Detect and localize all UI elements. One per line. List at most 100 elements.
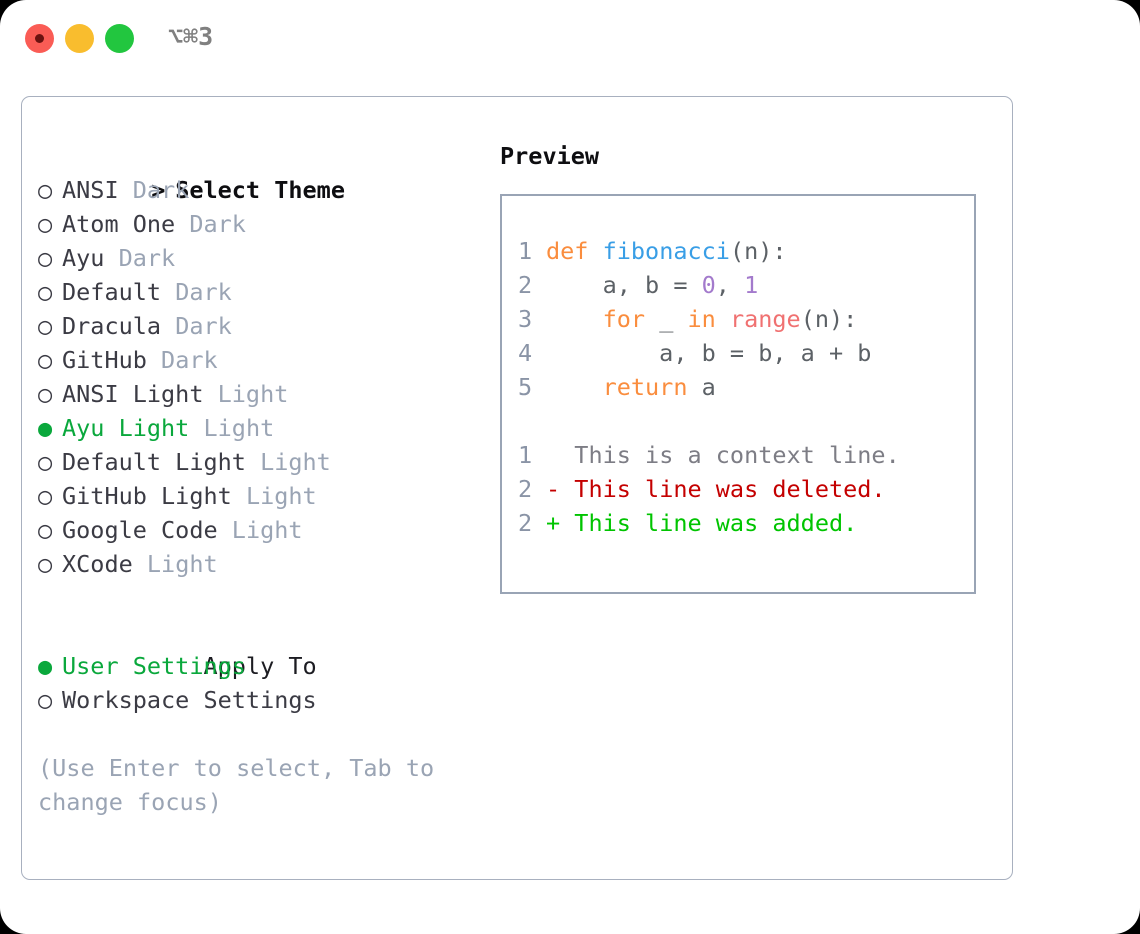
- diff-line-added: 2 + This line was added.: [518, 506, 968, 540]
- theme-kind-badge: Dark: [189, 210, 246, 238]
- radio-selected-icon: ●: [38, 652, 53, 680]
- theme-kind-badge: Dark: [118, 244, 176, 272]
- theme-option-name: Google Code: [62, 516, 218, 544]
- radio-unselected-icon: ○: [38, 312, 53, 340]
- spacer: [104, 244, 118, 272]
- theme-option-google-code[interactable]: ○Google Code Light: [38, 513, 478, 547]
- theme-option-ayu[interactable]: ○ Ayu Dark: [38, 241, 478, 275]
- theme-option-name: GitHub Light: [62, 482, 232, 510]
- theme-option-name: ANSI Light: [62, 380, 204, 408]
- apply-to-section[interactable]: Apply To ● User Settings ○Workspace Settin…: [38, 615, 478, 717]
- theme-kind-badge: Light: [146, 550, 218, 578]
- code-line-number: 2: [518, 271, 533, 299]
- theme-kind-badge: Dark: [161, 346, 218, 374]
- radio-unselected-icon: ○: [38, 550, 53, 578]
- diff-text: This line was deleted.: [560, 475, 886, 503]
- code-line-number: 5: [518, 373, 533, 401]
- spacer: [119, 176, 133, 204]
- theme-option-name: Ayu Light: [62, 414, 190, 442]
- code-token-plain: a, b = b, a + b: [546, 339, 872, 367]
- spacer: [147, 346, 161, 374]
- prompt-caret-icon: >: [151, 176, 166, 204]
- spacer: [232, 482, 246, 510]
- radio-selected-icon: ●: [38, 414, 53, 442]
- diff-line-text: + This line was added.: [546, 509, 857, 537]
- diff-text: This line was added.: [560, 509, 858, 537]
- theme-option-name: Dracula: [62, 312, 162, 340]
- minimize-window-button[interactable]: [65, 24, 94, 53]
- apply-to-option-workspace-settings[interactable]: ○Workspace Settings: [38, 683, 478, 717]
- spacer: [161, 278, 175, 306]
- diff-line-number: 2: [518, 509, 533, 537]
- code-line: 2 a, b = 0, 1: [518, 268, 968, 302]
- theme-list-header-label: Select Theme: [175, 176, 345, 204]
- theme-option-name: Ayu: [62, 244, 105, 272]
- code-line: 4 a, b = b, a + b: [518, 336, 968, 370]
- code-token-plain: (n):: [729, 237, 787, 265]
- apply-to-label-row: Apply To: [38, 615, 478, 680]
- spacer: [203, 380, 217, 408]
- code-token-builtin: range: [729, 305, 801, 333]
- theme-option-ayu-light[interactable]: ● Ayu Light Light: [38, 411, 478, 445]
- spacer: [246, 448, 260, 476]
- theme-option-atom-one[interactable]: ○Atom One Dark: [38, 207, 478, 241]
- code-token-kw: for: [602, 305, 646, 333]
- close-window-button[interactable]: [25, 24, 54, 53]
- theme-options[interactable]: ○ANSI Dark○Atom One Dark○Ayu Dark○Defaul…: [38, 173, 478, 581]
- theme-option-dracula[interactable]: ○Dracula Dark: [38, 309, 478, 343]
- theme-kind-badge: Light: [260, 448, 331, 476]
- apply-to-option-label: Workspace Settings: [62, 686, 317, 714]
- spacer: [161, 312, 175, 340]
- theme-kind-badge: Light: [203, 414, 275, 442]
- spacer: [133, 550, 147, 578]
- keyboard-hint-text: (Use Enter to select, Tab to change focu…: [38, 754, 435, 816]
- main-panel: >Select Theme ○ANSI Dark○Atom One Dark○A…: [21, 96, 1013, 880]
- spacer: [189, 414, 203, 442]
- diff-line-text: - This line was deleted.: [546, 475, 886, 503]
- radio-unselected-icon: ○: [38, 244, 53, 272]
- code-line-number: 1: [518, 237, 533, 265]
- theme-option-ansi-light[interactable]: ○ANSI Light Light: [38, 377, 478, 411]
- theme-option-default-light[interactable]: ○Default Light Light: [38, 445, 478, 479]
- radio-unselected-icon: ○: [38, 482, 53, 510]
- code-token-plain: [716, 305, 730, 333]
- radio-unselected-icon: ○: [38, 346, 53, 374]
- theme-option-name: ANSI: [62, 176, 119, 204]
- radio-unselected-icon: ○: [38, 278, 53, 306]
- window-title-bar: ⌥⌘3: [0, 0, 1140, 80]
- theme-option-xcode[interactable]: ○XCode Light: [38, 547, 478, 581]
- code-token-plain: [546, 305, 603, 333]
- diff-line-text: This is a context line.: [546, 441, 899, 469]
- theme-selector-list[interactable]: >Select Theme ○ANSI Dark○Atom One Dark○A…: [38, 139, 478, 819]
- diff-sign: [546, 441, 560, 469]
- diff-sign: +: [546, 509, 561, 537]
- theme-option-ansi[interactable]: ○ANSI Dark: [38, 173, 478, 207]
- code-line-number: 4: [518, 339, 533, 367]
- code-token-num: 1: [744, 271, 759, 299]
- theme-option-name: Atom One: [62, 210, 176, 238]
- code-token-kw: def: [546, 237, 589, 265]
- code-line: 5 return a: [518, 370, 968, 404]
- code-line: 3 for _ in range(n):: [518, 302, 968, 336]
- spacer: [175, 210, 189, 238]
- apply-to-options[interactable]: ● User Settings ○Workspace Settings: [38, 649, 478, 717]
- theme-kind-badge: Dark: [132, 176, 190, 204]
- maximize-window-button[interactable]: [105, 24, 134, 53]
- radio-unselected-icon: ○: [38, 380, 53, 408]
- theme-option-github[interactable]: ○GitHub Dark: [38, 343, 478, 377]
- apply-to-option-user-settings[interactable]: ● User Settings: [38, 649, 478, 683]
- diff-sign: -: [546, 475, 561, 503]
- theme-kind-badge: Light: [231, 516, 303, 544]
- code-token-kw: return: [602, 373, 688, 401]
- theme-option-github-light[interactable]: ○GitHub Light Light: [38, 479, 478, 513]
- code-token-num: 0: [701, 271, 716, 299]
- code-token-plain: a: [687, 373, 716, 401]
- theme-option-default[interactable]: ○Default Dark: [38, 275, 478, 309]
- apply-to-option-label: User Settings: [62, 652, 246, 680]
- code-token-plain: (n):: [800, 305, 858, 333]
